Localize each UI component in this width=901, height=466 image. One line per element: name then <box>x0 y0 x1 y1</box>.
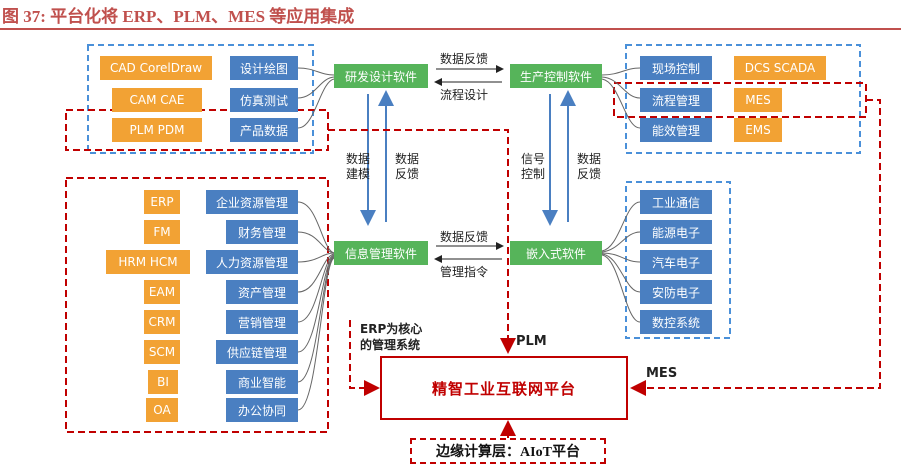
office-collab-box: 办公协同 <box>226 398 298 422</box>
edge-label-data-feedback-v4: 数据反馈 <box>576 152 602 182</box>
dcs-scada-box: DCS SCADA <box>734 56 826 80</box>
plm-label: PLM <box>516 334 547 349</box>
cad-coreldraw-box: CAD CorelDraw <box>100 56 212 80</box>
v4-text: 数据反馈 <box>576 152 601 181</box>
production-control-box: 生产控制软件 <box>510 64 602 88</box>
edge-label-process-design: 流程设计 <box>440 88 489 102</box>
bi-box: BI <box>148 370 178 394</box>
cam-cae-box: CAM CAE <box>112 88 202 112</box>
top-right-frame <box>625 44 861 154</box>
energy-management-box: 能效管理 <box>640 118 712 142</box>
title-rule <box>0 28 901 30</box>
product-data-box: 产品数据 <box>230 118 298 142</box>
design-drawing-box: 设计绘图 <box>230 56 298 80</box>
fm-box: FM <box>144 220 180 244</box>
simulation-test-box: 仿真测试 <box>230 88 298 112</box>
edge-label-data-feedback-bottom: 数据反馈 <box>440 230 489 244</box>
supply-chain-box: 供应链管理 <box>216 340 298 364</box>
oa-box: OA <box>146 398 178 422</box>
finance-box: 财务管理 <box>226 220 298 244</box>
bottom-right-frame <box>625 181 731 339</box>
embedded-software-box: 嵌入式软件 <box>510 241 602 265</box>
edge-computing-layer: 边缘计算层：AIoT平台 <box>410 438 606 464</box>
industrial-comm-box: 工业通信 <box>640 190 712 214</box>
mes-label: MES <box>646 366 678 381</box>
erp-core-label-line2: 的管理系统 <box>360 338 421 352</box>
v3-text: 信号控制 <box>520 152 545 181</box>
v1-text: 数据建模 <box>345 152 370 181</box>
info-management-box: 信息管理软件 <box>334 241 428 265</box>
security-electronics-box: 安防电子 <box>640 280 712 304</box>
business-intelligence-box: 商业智能 <box>226 370 298 394</box>
marketing-box: 营销管理 <box>226 310 298 334</box>
erp-core-label-line1: ERP为核心 <box>360 322 423 336</box>
plm-pdm-box: PLM PDM <box>112 118 202 142</box>
crm-box: CRM <box>144 310 180 334</box>
cnc-system-box: 数控系统 <box>640 310 712 334</box>
auto-electronics-box: 汽车电子 <box>640 250 712 274</box>
field-control-box: 现场控制 <box>640 56 712 80</box>
hrm-hcm-box: HRM HCM <box>106 250 190 274</box>
eam-box: EAM <box>144 280 180 304</box>
edge-label-management-command: 管理指令 <box>440 265 489 279</box>
mes-box: MES <box>734 88 782 112</box>
industrial-internet-platform: 精智工业互联网平台 <box>380 356 628 420</box>
process-management-box: 流程管理 <box>640 88 712 112</box>
enterprise-resource-box: 企业资源管理 <box>206 190 298 214</box>
ems-box: EMS <box>734 118 782 142</box>
edge-label-data-feedback-top: 数据反馈 <box>440 52 489 66</box>
figure-title: 图 37: 平台化将 ERP、PLM、MES 等应用集成 <box>2 7 355 26</box>
top-left-frame <box>87 44 314 154</box>
edge-label-signal-control: 信号控制 <box>520 152 546 182</box>
scm-box: SCM <box>144 340 180 364</box>
v2-text: 数据反馈 <box>394 152 419 181</box>
energy-electronics-box: 能源电子 <box>640 220 712 244</box>
erp-frame <box>65 177 329 433</box>
rd-software-box: 研发设计软件 <box>334 64 428 88</box>
erp-box: ERP <box>144 190 180 214</box>
edge-label-data-modeling: 数据建模 <box>345 152 371 182</box>
edge-label-data-feedback-v2: 数据反馈 <box>394 152 420 182</box>
asset-box: 资产管理 <box>226 280 298 304</box>
hr-box: 人力资源管理 <box>206 250 298 274</box>
